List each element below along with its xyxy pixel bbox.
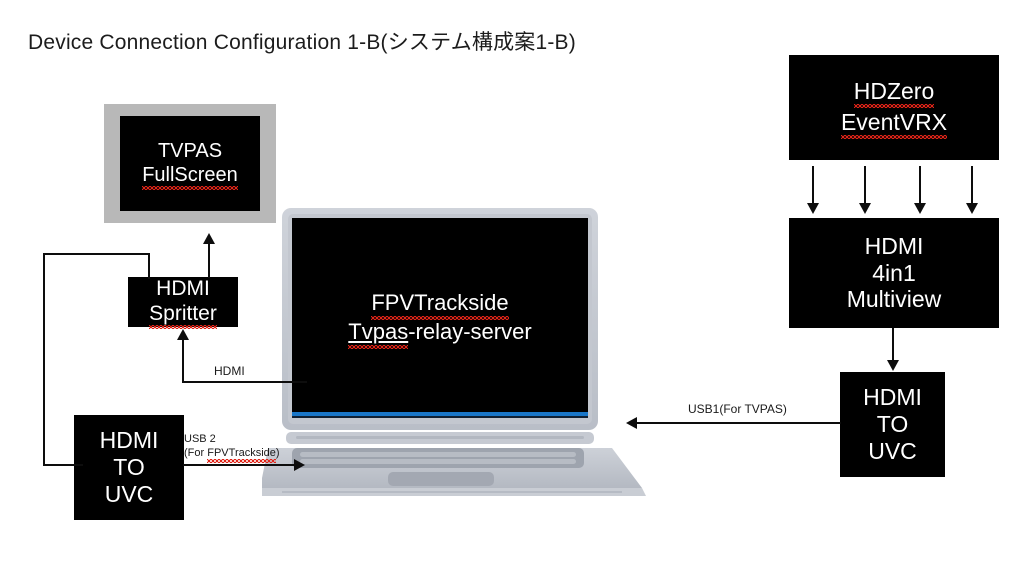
arrowhead-uvc-left-to-laptop [294,459,305,471]
wire-splitter-loop-bottom [43,464,83,466]
hdmi-splitter-line1: HDMI [156,277,210,301]
wire-hdzero-to-multiview-3 [919,166,921,204]
wire-splitter-to-monitor [208,243,210,278]
tvpas-monitor-line1: TVPAS [157,140,223,162]
laptop-illustration: FPVTrackside Tvpas-relay-server [256,196,662,496]
wire-hdzero-to-multiview-2 [864,166,866,204]
hdmi-to-uvc-left-line2: TO [113,454,145,481]
hdzero-line1: HDZero [853,78,935,108]
arrowhead-hdzero-to-multiview-2 [859,203,871,214]
tvpas-monitor-line2: FullScreen [142,164,238,190]
laptop-screen-line1: FPVTrackside [371,289,509,321]
hdmi-to-uvc-right-line2: TO [876,411,909,438]
wire-label-usb1: USB1(For TVPAS) [688,402,787,416]
tvpas-monitor-screen: TVPAS FullScreen [120,116,260,211]
arrowhead-hdzero-to-multiview-4 [966,203,978,214]
hdmi-to-uvc-left-box: HDMI TO UVC [74,415,184,520]
wire-laptop-to-splitter-h [182,381,307,383]
hdmi-to-uvc-left-line3: UVC [104,480,154,507]
multiview-line2: 4in1 [872,259,916,286]
arrowhead-hdzero-to-multiview-3 [914,203,926,214]
hdmi-multiview-box: HDMI 4in1 Multiview [789,218,999,328]
wire-label-usb2-line1: USB 2 [184,433,216,445]
wire-label-usb2: USB 2 (For FPVTrackside) [184,432,280,464]
arrowhead-splitter-to-monitor [203,233,215,244]
multiview-line3: Multiview [846,286,942,313]
page-title: Device Connection Configuration 1-B(システム… [28,31,576,54]
arrowhead-uvc-right-to-laptop [626,417,637,429]
hdzero-line2: EventVRX [840,109,948,139]
hdmi-to-uvc-right-line1: HDMI [863,384,922,411]
wire-uvc-left-to-laptop [183,464,296,466]
wire-hdzero-to-multiview-4 [971,166,973,204]
wire-splitter-loop-right [148,253,150,279]
multiview-line1: HDMI [864,232,924,259]
laptop-screen: FPVTrackside Tvpas-relay-server [292,218,588,418]
wire-splitter-loop-top [43,253,150,255]
hdmi-splitter-line2: Spritter [149,302,217,330]
tvpas-monitor: TVPAS FullScreen [104,104,276,223]
wire-label-usb2-line2: (For FPVTrackside) [184,446,280,464]
arrowhead-multiview-to-uvc-right [887,360,899,371]
wire-label-hdmi: HDMI [214,364,245,378]
arrowhead-laptop-to-splitter [177,329,189,340]
wire-laptop-to-splitter-v [182,340,184,382]
hdzero-eventvrx-box: HDZero EventVRX [789,55,999,160]
hdmi-splitter-box: HDMI Spritter [128,277,238,330]
hdmi-to-uvc-left-line1: HDMI [99,427,159,454]
hdmi-to-uvc-right-box: HDMI TO UVC [840,372,945,477]
wire-uvc-right-to-laptop [637,422,841,424]
wire-multiview-to-uvc-right [892,328,894,361]
arrowhead-hdzero-to-multiview-1 [807,203,819,214]
wire-hdzero-to-multiview-1 [812,166,814,204]
laptop-screen-line2-suffix: -relay-server [408,319,532,344]
hdmi-to-uvc-right-line3: UVC [868,437,917,464]
laptop-screen-line2-prefix: Tvpas [348,318,408,350]
wire-splitter-loop-left [43,253,45,466]
